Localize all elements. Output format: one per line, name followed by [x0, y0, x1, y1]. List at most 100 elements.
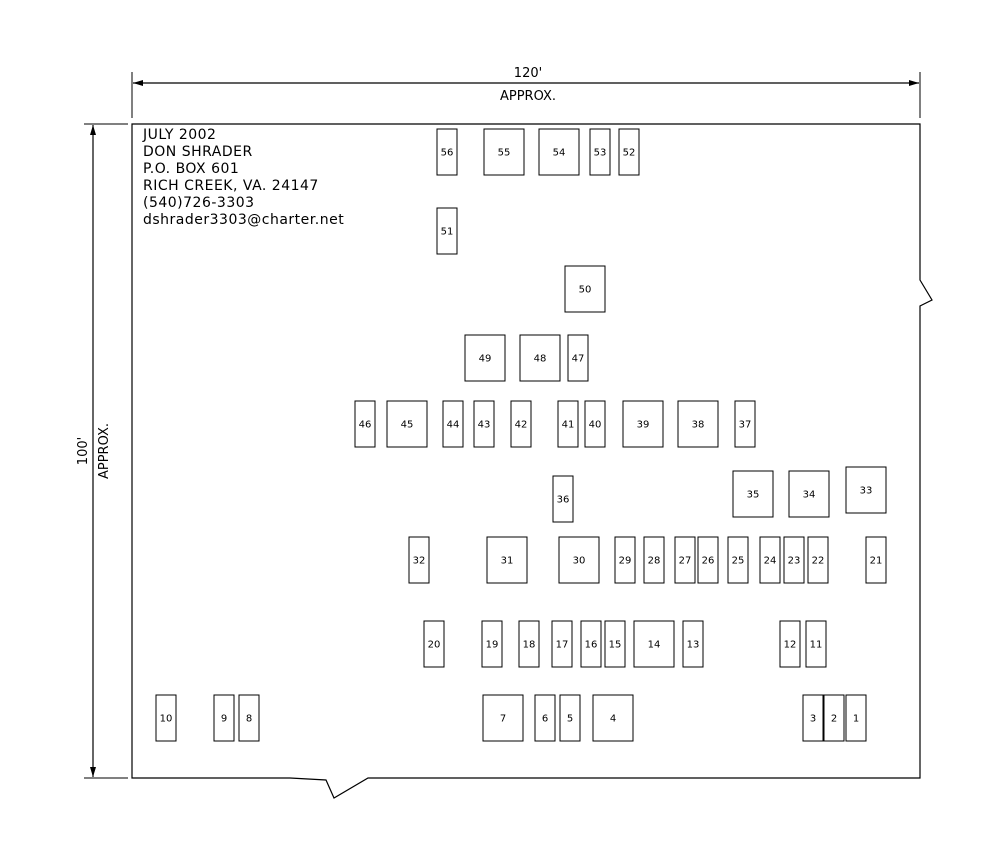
lot-box: [584, 400, 606, 448]
lot-number: 33: [860, 486, 873, 497]
lot-box: [845, 694, 867, 742]
lot-number: 9: [221, 714, 227, 725]
height-dimension: 100' APPROX.: [76, 123, 128, 779]
lot-number: 26: [702, 556, 715, 567]
info-line: RICH CREEK, VA. 24147: [143, 178, 319, 194]
lot-number: 48: [534, 354, 547, 365]
lot-27: 27: [674, 536, 696, 584]
info-line: (540)726-3303: [143, 195, 255, 211]
height-note: APPROX.: [97, 423, 112, 479]
lot-32: 32: [408, 536, 430, 584]
lot-number: 47: [572, 354, 585, 365]
lot-number: 12: [784, 640, 797, 651]
lot-box: [783, 536, 805, 584]
lot-number: 43: [478, 420, 491, 431]
lot-52: 52: [618, 128, 640, 176]
lot-42: 42: [510, 400, 532, 448]
lot-39: 39: [622, 400, 664, 448]
lot-24: 24: [759, 536, 781, 584]
lot-10: 10: [155, 694, 177, 742]
width-dimension: 120' APPROX.: [131, 66, 921, 118]
lot-box: [155, 694, 177, 742]
lot-22: 22: [807, 536, 829, 584]
lot-number: 14: [648, 640, 661, 651]
lot-40: 40: [584, 400, 606, 448]
lot-box: [567, 334, 589, 382]
lot-number: 37: [739, 420, 752, 431]
lot-box: [779, 620, 801, 668]
info-line: P.O. BOX 601: [143, 161, 239, 177]
lot-29: 29: [614, 536, 636, 584]
lot-box: [551, 620, 573, 668]
lot-3: 3: [802, 694, 824, 742]
lot-41: 41: [557, 400, 579, 448]
width-note: APPROX.: [500, 89, 556, 104]
lot-number: 10: [160, 714, 173, 725]
lot-30: 30: [558, 536, 600, 584]
lot-number: 29: [619, 556, 632, 567]
lot-number: 11: [810, 640, 823, 651]
lot-box: [618, 128, 640, 176]
lot-box: [354, 400, 376, 448]
lot-box: [865, 536, 887, 584]
lot-number: 19: [486, 640, 499, 651]
lot-number: 17: [556, 640, 569, 651]
lot-26: 26: [697, 536, 719, 584]
lot-48: 48: [519, 334, 561, 382]
lot-number: 22: [812, 556, 825, 567]
lot-6: 6: [534, 694, 556, 742]
lot-box: [486, 536, 528, 584]
lot-number: 56: [441, 148, 454, 159]
lot-51: 51: [436, 207, 458, 255]
lot-20: 20: [423, 620, 445, 668]
lot-11: 11: [805, 620, 827, 668]
lot-number: 39: [637, 420, 650, 431]
lot-box: [213, 694, 235, 742]
lot-box: [633, 620, 675, 668]
lot-number: 6: [542, 714, 548, 725]
lot-number: 46: [359, 420, 372, 431]
lot-box: [473, 400, 495, 448]
lot-number: 25: [732, 556, 745, 567]
lot-45: 45: [386, 400, 428, 448]
lot-number: 51: [441, 227, 454, 238]
lot-number: 20: [428, 640, 441, 651]
lot-55: 55: [483, 128, 525, 176]
lot-box: [464, 334, 506, 382]
lot-box: [807, 536, 829, 584]
lot-31: 31: [486, 536, 528, 584]
lot-7: 7: [482, 694, 524, 742]
lot-number: 38: [692, 420, 705, 431]
lot-23: 23: [783, 536, 805, 584]
lot-5: 5: [559, 694, 581, 742]
lot-box: [682, 620, 704, 668]
lot-box: [436, 128, 458, 176]
lot-box: [483, 128, 525, 176]
lot-box: [643, 536, 665, 584]
lot-box: [534, 694, 556, 742]
lot-box: [519, 334, 561, 382]
lot-33: 33: [845, 466, 887, 514]
lot-17: 17: [551, 620, 573, 668]
lot-34: 34: [788, 470, 830, 518]
lot-number: 28: [648, 556, 661, 567]
lot-49: 49: [464, 334, 506, 382]
lot-number: 49: [479, 354, 492, 365]
lot-box: [589, 128, 611, 176]
lot-number: 42: [515, 420, 528, 431]
lot-box: [481, 620, 503, 668]
lot-28: 28: [643, 536, 665, 584]
lot-number: 23: [788, 556, 801, 567]
lot-19: 19: [481, 620, 503, 668]
lot-box: [697, 536, 719, 584]
lot-54: 54: [538, 128, 580, 176]
lot-box: [558, 536, 600, 584]
lot-box: [823, 694, 845, 742]
lot-15: 15: [604, 620, 626, 668]
lot-box: [552, 475, 574, 523]
lot-box: [802, 694, 824, 742]
lot-56: 56: [436, 128, 458, 176]
lot-box: [614, 536, 636, 584]
width-label: 120': [514, 66, 542, 81]
